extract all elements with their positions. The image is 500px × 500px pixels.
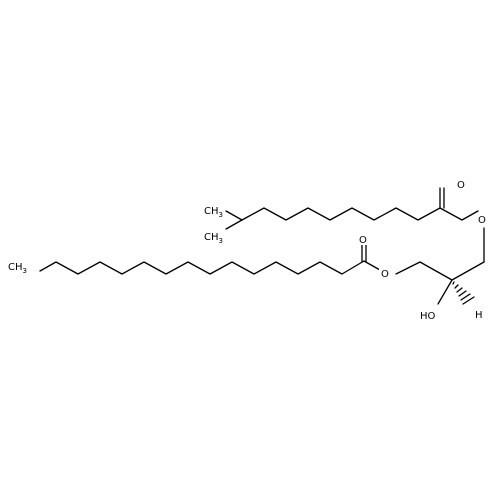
atom-label-text: CH	[204, 206, 219, 217]
atom-label-hydrogen: H	[475, 310, 483, 321]
bond	[451, 261, 485, 281]
atom-label-hydroxyl: HO	[420, 311, 436, 322]
bond	[456, 287, 463, 293]
bond	[419, 261, 453, 281]
atom-label-subscript: 3	[219, 211, 223, 219]
hashed-wedge-bond	[452, 281, 475, 305]
bond	[39, 260, 365, 275]
bond	[241, 207, 463, 221]
bond	[395, 261, 421, 275]
bond	[363, 260, 381, 271]
bond	[225, 219, 243, 230]
atom-label-oxygen: O	[478, 215, 486, 226]
upper-chain-bonds	[225, 187, 485, 263]
bond	[452, 281, 455, 285]
atom-label-text: CH	[8, 262, 23, 273]
lower-chain-bonds	[39, 243, 381, 275]
atom-label-oxygen: O	[457, 180, 465, 191]
atom-label-oxygen: O	[359, 235, 367, 246]
atom-labels: O O O O CH3 CH3 CH3 HO H	[8, 178, 488, 322]
atom-label-subscript: 3	[23, 267, 27, 275]
atom-label-methyl-lower: CH3	[204, 232, 223, 245]
atom-label-text: CH	[204, 232, 219, 243]
atom-label-methyl-upper: CH3	[204, 206, 223, 219]
bond	[437, 279, 453, 305]
bond	[460, 293, 471, 301]
atom-label-methyl-chain-end: CH3	[8, 262, 27, 275]
bond	[462, 296, 475, 305]
glycerol-backbone-bonds	[395, 261, 485, 305]
atom-label-oxygen: O	[381, 269, 389, 280]
bond	[461, 210, 479, 221]
bond	[454, 284, 459, 289]
bond	[458, 290, 467, 297]
bond	[225, 210, 243, 221]
atom-label-subscript: 3	[219, 237, 223, 245]
